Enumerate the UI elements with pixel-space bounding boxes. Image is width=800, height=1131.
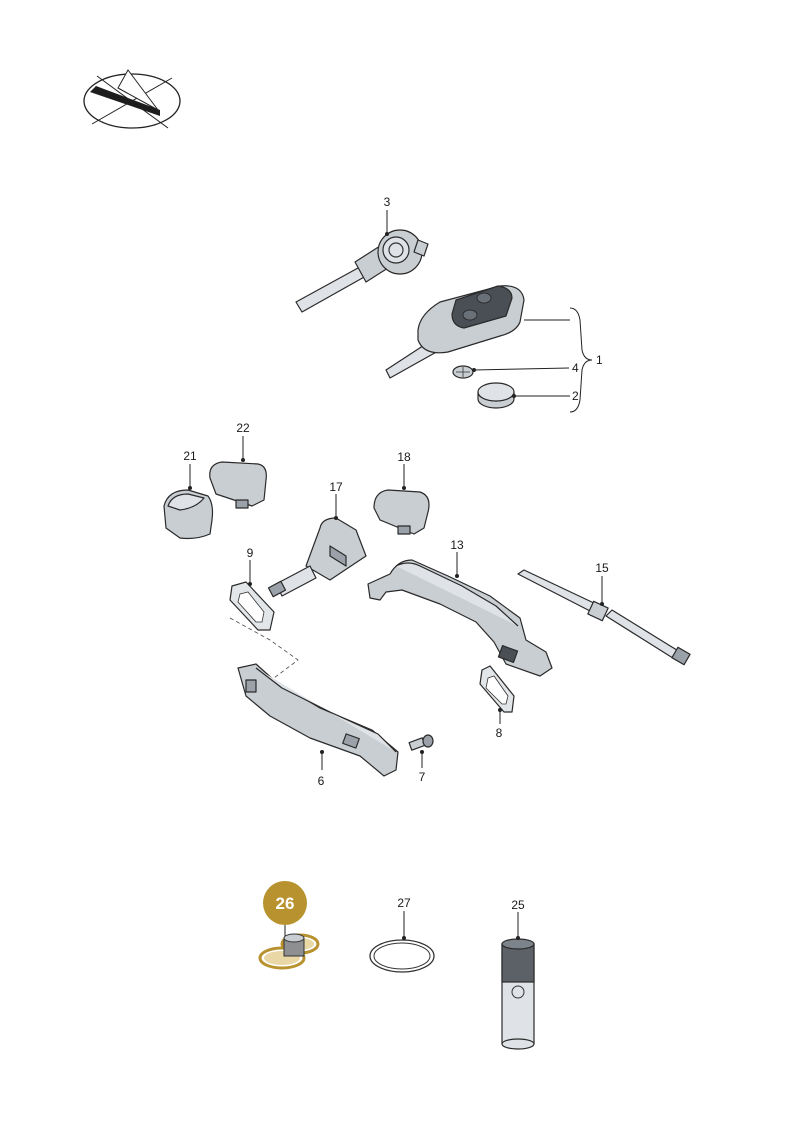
callout-27: 27 bbox=[397, 896, 411, 940]
label-22: 22 bbox=[236, 421, 250, 435]
part-27-o-ring bbox=[369, 939, 435, 973]
callout-15: 15 bbox=[595, 561, 609, 606]
label-3: 3 bbox=[384, 195, 391, 209]
part-13-door-handle bbox=[367, 559, 553, 677]
callout-7: 7 bbox=[419, 750, 426, 784]
part-18-cap bbox=[373, 489, 430, 535]
label-8: 8 bbox=[496, 726, 503, 740]
callout-25: 25 bbox=[511, 898, 525, 940]
label-18: 18 bbox=[397, 450, 411, 464]
label-26: 26 bbox=[276, 894, 295, 913]
callout-3: 3 bbox=[384, 195, 391, 236]
label-27: 27 bbox=[397, 896, 411, 910]
part-22-cap bbox=[209, 461, 267, 509]
callout-13: 13 bbox=[450, 538, 464, 578]
callout-4: 4 bbox=[472, 361, 579, 375]
part-17-switch bbox=[267, 517, 367, 598]
assembly-bracket bbox=[569, 307, 593, 413]
part-1-remote-key bbox=[385, 285, 525, 379]
callout-2: 2 bbox=[512, 389, 579, 403]
part-4-emblem bbox=[452, 365, 474, 379]
label-7: 7 bbox=[419, 770, 426, 784]
callout-6: 6 bbox=[318, 750, 325, 788]
part-21-cap bbox=[163, 489, 214, 540]
callout-8: 8 bbox=[496, 708, 503, 740]
label-17: 17 bbox=[329, 480, 343, 494]
label-9: 9 bbox=[247, 546, 254, 560]
label-1: 1 bbox=[596, 353, 603, 367]
part-9-gasket bbox=[229, 581, 275, 631]
part-8-gasket bbox=[479, 665, 515, 713]
label-13: 13 bbox=[450, 538, 464, 552]
part-26-ring-kit bbox=[258, 933, 320, 970]
label-6: 6 bbox=[318, 774, 325, 788]
vehicle-orientation-icon bbox=[83, 69, 181, 129]
part-2-battery bbox=[477, 382, 515, 409]
label-4: 4 bbox=[572, 361, 579, 375]
callout-1: 1 bbox=[524, 319, 603, 367]
part-6-support-bracket bbox=[237, 663, 399, 777]
callout-26: 26 bbox=[263, 881, 307, 936]
callout-22: 22 bbox=[236, 421, 250, 462]
callout-21: 21 bbox=[183, 449, 197, 490]
part-25-spray-can bbox=[501, 938, 535, 1050]
part-7-screw bbox=[408, 734, 434, 751]
part-3-key-blade bbox=[295, 229, 429, 313]
callout-9: 9 bbox=[247, 546, 254, 586]
label-21: 21 bbox=[183, 449, 197, 463]
callout-17: 17 bbox=[329, 480, 343, 520]
callout-18: 18 bbox=[397, 450, 411, 490]
label-2: 2 bbox=[572, 389, 579, 403]
label-25: 25 bbox=[511, 898, 525, 912]
label-15: 15 bbox=[595, 561, 609, 575]
alignment-guide bbox=[229, 617, 299, 691]
part-15-cable-tie bbox=[517, 569, 691, 666]
